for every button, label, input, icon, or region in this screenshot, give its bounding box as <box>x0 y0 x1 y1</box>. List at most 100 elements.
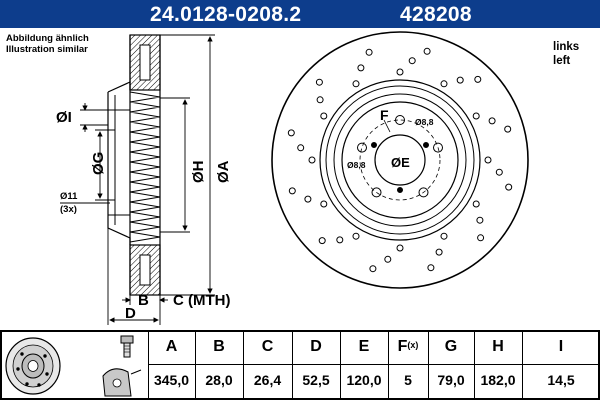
label-a: ØA <box>215 160 232 183</box>
cross-drilled-hole <box>495 168 503 176</box>
cross-drilled-hole <box>476 216 484 224</box>
illustration-note: Abbildung ähnlich Illustration similar <box>6 33 89 55</box>
part-number: 24.0128-0208.2 <box>150 3 302 26</box>
wheel-bolt-hole <box>395 115 405 125</box>
spec-header-b: B <box>213 338 225 355</box>
note-de: Abbildung ähnlich <box>6 33 89 44</box>
cross-drilled-hole <box>456 76 464 84</box>
label-i: ØI <box>56 109 72 126</box>
label-pcd-1: Ø8,8 <box>415 117 434 127</box>
hat-outer <box>341 101 459 219</box>
cross-drilled-hole <box>318 237 326 245</box>
side-label-en: left <box>553 55 571 67</box>
spec-value-b: 28,0 <box>205 372 233 388</box>
cross-drilled-hole <box>472 200 480 208</box>
retaining-hole <box>423 142 429 148</box>
cross-drilled-hole <box>423 47 431 55</box>
spec-value-g: 79,0 <box>437 372 465 388</box>
vent-channel-bottom <box>139 254 151 286</box>
spec-header-a: A <box>165 338 178 355</box>
cross-drilled-hole <box>288 187 296 195</box>
cross-drilled-hole <box>365 48 373 56</box>
cross-drilled-hole <box>352 80 360 88</box>
label-bolt-count: (3x) <box>60 204 77 215</box>
spec-header-d: D <box>310 338 322 355</box>
spec-value-a: 345,0 <box>153 372 190 388</box>
disc-outer-edge <box>271 31 529 289</box>
cross-drilled-hole <box>287 129 295 137</box>
cross-drilled-hole <box>408 57 416 65</box>
cross-drilled-hole <box>472 112 480 120</box>
cross-drilled-hole <box>477 234 485 242</box>
label-d: D <box>125 305 136 322</box>
spec-value-d: 52,5 <box>302 372 330 388</box>
table-icons <box>5 335 142 397</box>
spec-header-e: E <box>358 338 370 355</box>
cross-section-view <box>107 34 161 296</box>
spec-header-f: F(x) <box>397 338 419 355</box>
spec-value-f: 5 <box>404 372 412 388</box>
label-f: F <box>380 107 389 123</box>
dimension-lines <box>60 34 215 325</box>
cross-drilled-hole <box>357 64 365 72</box>
header-bar: 24.0128-0208.2 428208 <box>0 0 600 28</box>
label-c: C (MTH) <box>173 292 230 309</box>
cross-drilled-hole <box>396 68 404 76</box>
ate-number: 428208 <box>400 3 472 26</box>
center-bore <box>374 134 426 186</box>
cross-drilled-hole <box>304 195 312 203</box>
pitch-circle <box>359 119 441 201</box>
hat-outline <box>107 81 131 245</box>
cross-drilled-holes <box>287 47 513 273</box>
spec-header-i: I <box>558 338 564 355</box>
retaining-hole <box>371 142 377 148</box>
cross-drilled-hole <box>297 144 305 152</box>
cross-drilled-hole <box>435 248 443 256</box>
vent-channel-top <box>139 44 151 81</box>
bolt-icon <box>120 335 134 358</box>
spec-header-g: G <box>444 338 458 355</box>
cross-drilled-hole <box>440 80 448 88</box>
cross-drilled-hole <box>320 200 328 208</box>
cross-drilled-hole <box>308 156 316 164</box>
spec-value-e: 120,0 <box>346 372 382 388</box>
spec-header-h: H <box>492 338 504 355</box>
cross-drilled-hole <box>488 117 496 125</box>
vent-vanes <box>129 91 161 243</box>
cross-drilled-hole <box>369 265 377 273</box>
spec-value-h: 182,0 <box>480 372 516 388</box>
label-bolt-hole: Ø11 <box>60 191 78 202</box>
cross-drilled-hole <box>315 78 323 86</box>
cross-drilled-hole <box>336 236 344 244</box>
cross-drilled-hole <box>320 112 328 120</box>
cross-drilled-hole <box>427 264 435 272</box>
cross-drilled-hole <box>440 232 448 240</box>
cross-drilled-hole <box>352 232 360 240</box>
brake-disc-icon <box>5 337 61 395</box>
label-b: B <box>138 292 149 309</box>
cross-drilled-hole <box>484 156 492 164</box>
front-view <box>271 31 529 289</box>
spec-header-c: C <box>261 338 274 355</box>
spec-header-f-suffix: (x) <box>407 340 419 350</box>
label-h: ØH <box>190 161 207 184</box>
technical-drawing: ØI ØG ØH ØA Ø11 (3x) B C (MTH) D F ØE Ø8… <box>56 31 529 325</box>
note-en: Illustration similar <box>6 44 88 55</box>
spec-table <box>0 330 600 400</box>
cross-drilled-hole <box>505 183 513 191</box>
cross-drilled-hole <box>316 96 324 104</box>
spec-value-c: 26,4 <box>253 372 282 388</box>
cross-drilled-hole <box>504 125 512 133</box>
cross-drilled-hole <box>396 244 404 252</box>
wheel-bolt-hole <box>371 187 382 198</box>
cross-drilled-hole <box>474 75 482 83</box>
wheel-bolt-holes <box>357 115 443 198</box>
wheel-hub-icon <box>102 368 142 397</box>
side-label: links left <box>553 40 579 68</box>
retaining-hole <box>397 187 403 193</box>
wheel-bolt-hole <box>357 142 367 153</box>
wheel-bolt-hole <box>418 187 429 198</box>
spec-value-i: 14,5 <box>547 372 575 388</box>
wheel-bolt-hole <box>433 142 443 153</box>
label-pcd-2: Ø8,8 <box>347 160 366 170</box>
